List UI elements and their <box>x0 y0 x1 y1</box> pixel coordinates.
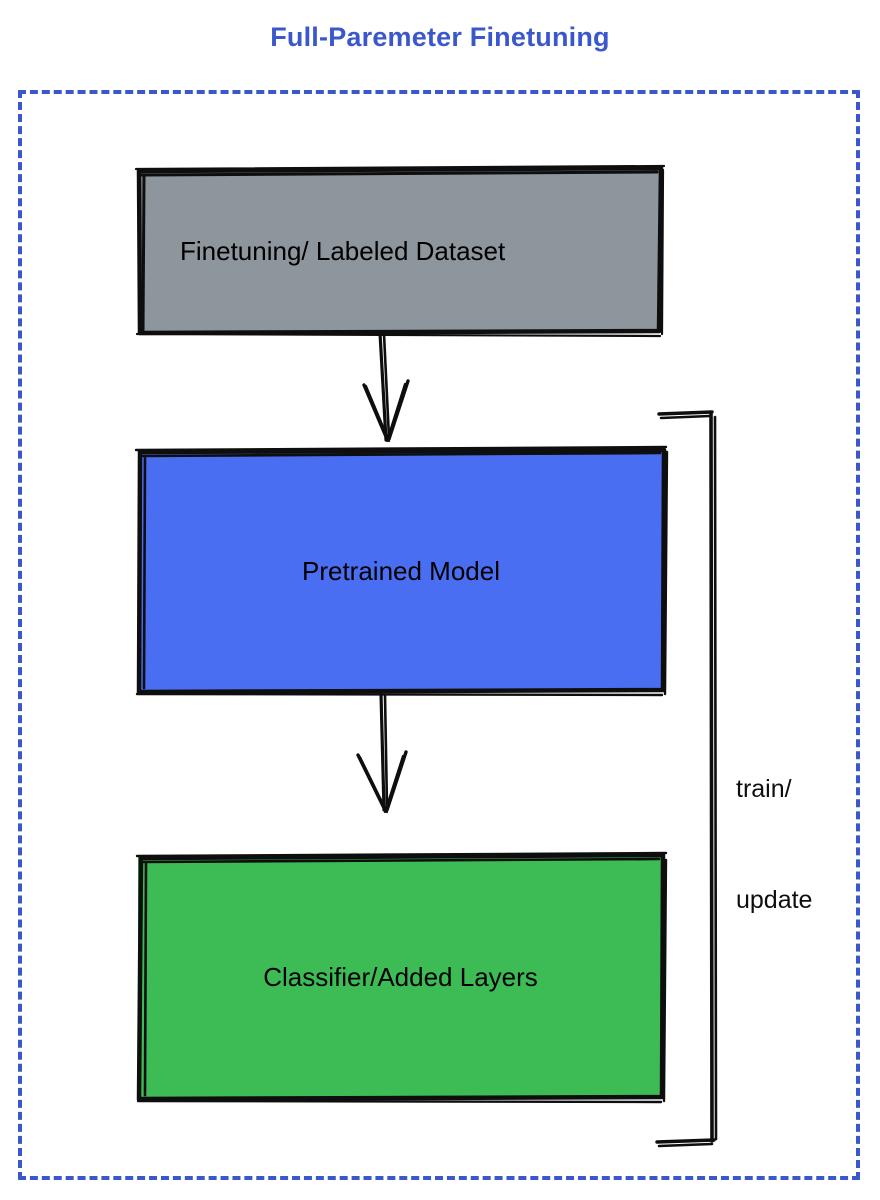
feedback-label-line-2: update <box>736 886 813 914</box>
node-label-pretrained: Pretrained Model <box>302 555 500 586</box>
node-pretrained-model[interactable]: Pretrained Model <box>138 449 664 692</box>
page-title: Full-Paremeter Finetuning <box>270 22 610 52</box>
node-classifier-added-layers[interactable]: Classifier/Added Layers <box>138 855 663 1098</box>
feedback-label-line-1: train/ <box>736 775 792 803</box>
dashed-boundary-container <box>18 90 860 1180</box>
node-finetuning-labeled-dataset[interactable]: Finetuning/ Labeled Dataset <box>138 168 662 333</box>
node-label-classifier: Classifier/Added Layers <box>263 961 538 992</box>
feedback-edge-label: train/ update <box>736 697 856 993</box>
node-label-dataset: Finetuning/ Labeled Dataset <box>180 235 506 266</box>
